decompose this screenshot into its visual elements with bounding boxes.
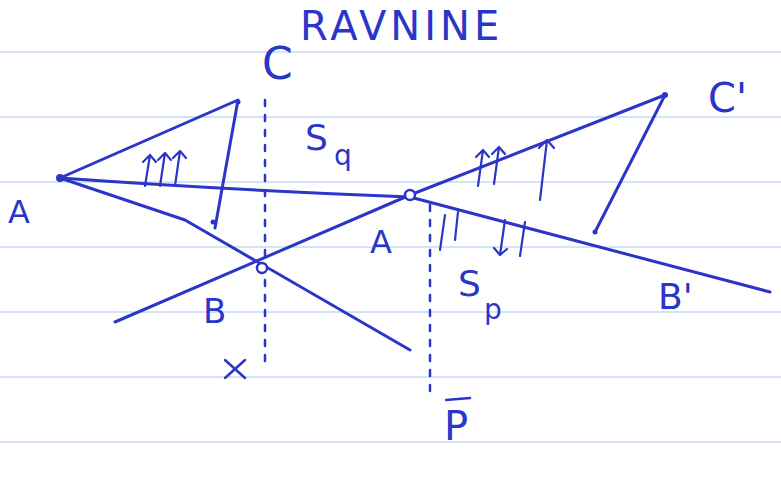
point-label: q [334, 142, 352, 170]
line-lower [60, 178, 410, 350]
projection-dashed [429, 205, 432, 395]
points [257, 190, 415, 273]
point-label: p [484, 296, 502, 324]
point-label: B [203, 294, 226, 328]
line-p [115, 95, 665, 322]
point-label: A [8, 196, 30, 228]
point-label: C [262, 42, 293, 86]
point-label: S [458, 266, 481, 302]
overline [446, 398, 470, 400]
triangle-right [595, 95, 665, 232]
ruled-lines [0, 52, 781, 442]
title: RAVNINE [300, 6, 503, 46]
point-label: B' [658, 279, 693, 315]
point-label: A [370, 226, 392, 258]
points [56, 92, 668, 235]
point-label: P [444, 406, 468, 446]
point-label: S [305, 120, 328, 156]
line-q [60, 178, 770, 292]
point-label: C' [708, 78, 747, 118]
cross-mark [225, 360, 245, 378]
hatch-arrows [143, 140, 554, 256]
projection-dashed [264, 100, 267, 370]
